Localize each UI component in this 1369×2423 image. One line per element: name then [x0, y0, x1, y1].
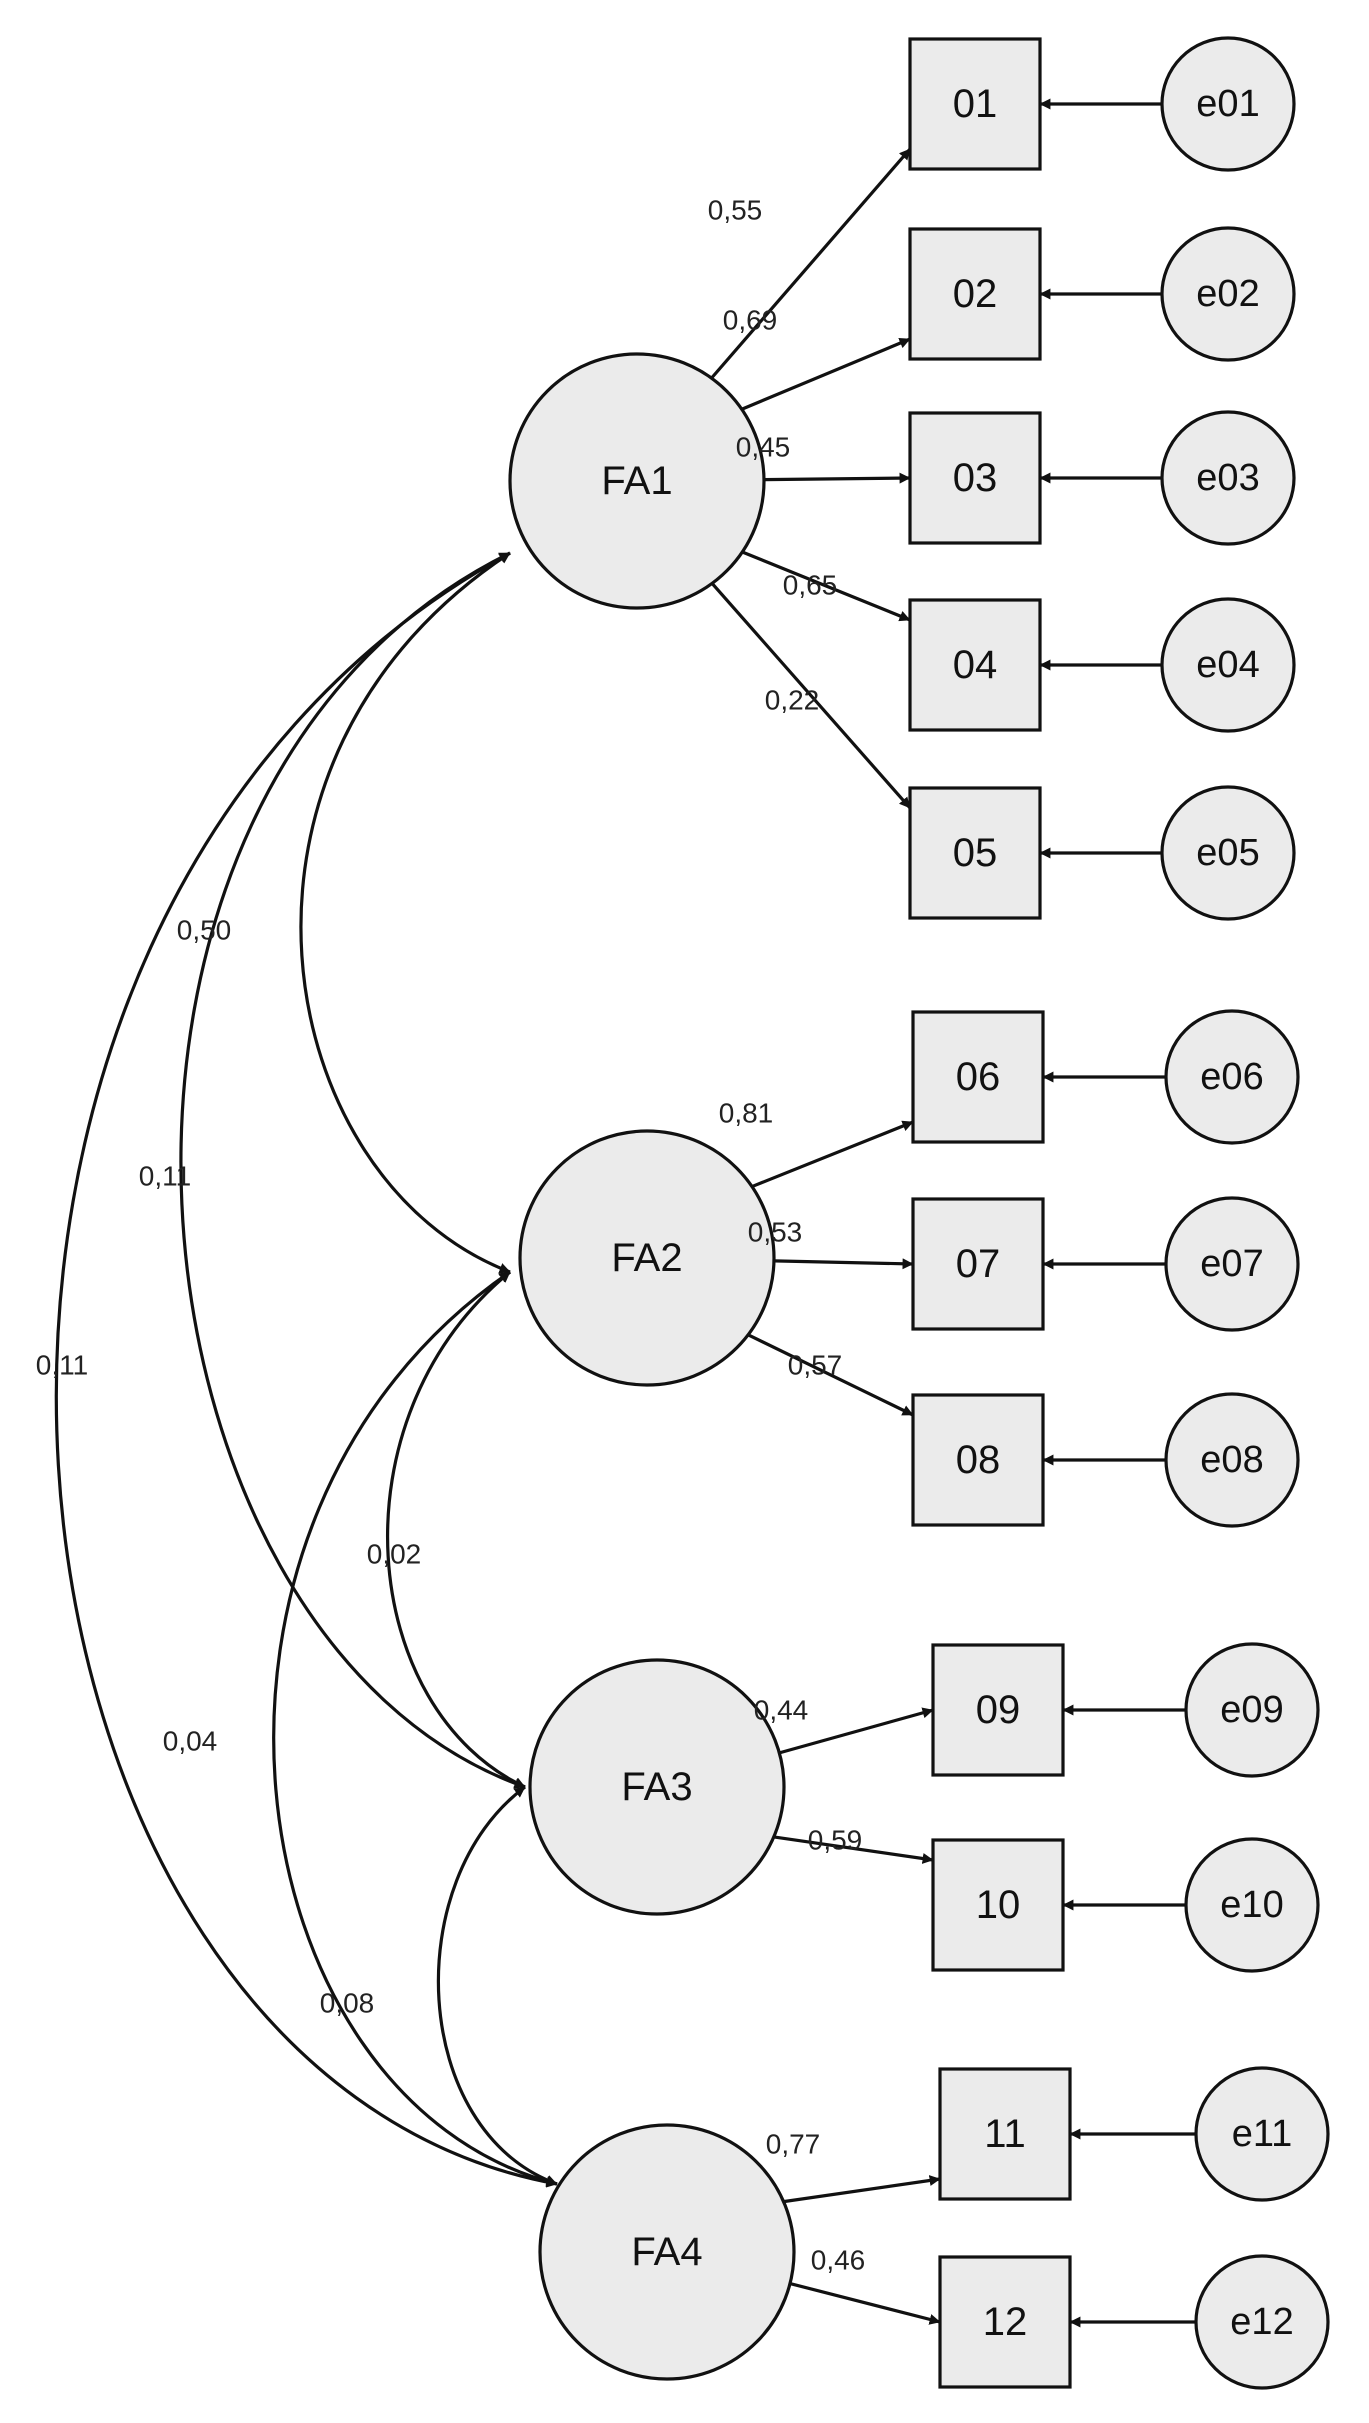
loading-value: 0,45	[736, 432, 791, 463]
item-label: 02	[953, 272, 998, 316]
coefficient-labels: 0,55 0,69 0,45 0,65 0,22 0,81 0,53 0,57 0,44 0,59…	[36, 195, 865, 2276]
error-label: e05	[1196, 832, 1259, 874]
loading-value: 0,22	[765, 685, 820, 716]
loading-value: 0,69	[723, 305, 778, 336]
item-box-05	[908, 786, 1042, 920]
error-label: e09	[1220, 1689, 1283, 1731]
error-circle-e11	[1194, 2066, 1330, 2202]
loading-path-10	[773, 1835, 934, 1864]
item-label: 11	[984, 2112, 1026, 2156]
error-label: e11	[1232, 2113, 1293, 2155]
loading-value: 0,53	[748, 1217, 803, 1248]
item-box-04	[908, 598, 1042, 732]
error-label: e04	[1196, 644, 1259, 686]
error-circle-e09	[1184, 1642, 1320, 1778]
error-circle-e05	[1160, 785, 1296, 921]
loading-value: 0,46	[811, 2245, 866, 2276]
factor-circle-fa1	[508, 352, 766, 610]
item-box-12	[938, 2255, 1072, 2389]
error-label: e06	[1200, 1056, 1263, 1098]
correlation-value: 0,08	[320, 1988, 375, 2019]
item-box-11	[938, 2067, 1072, 2201]
loading-path-11	[783, 2175, 941, 2204]
nodes: 01 e01 02 e02 03 e03 04 e04 05 e05 06 e06 07 e07 08 e08…	[508, 36, 1330, 2390]
loading-value: 0,55	[708, 195, 763, 226]
loading-path-05	[710, 582, 912, 810]
loading-path-08	[747, 1333, 914, 1417]
error-label: e07	[1200, 1243, 1263, 1285]
correlation-arcs	[54, 551, 558, 2188]
loading-value: 0,59	[808, 1825, 863, 1856]
loading-paths	[710, 98, 1196, 2328]
loading-value: 0,44	[754, 1695, 809, 1726]
loading-path-06	[751, 1120, 914, 1189]
loading-path-01	[710, 147, 912, 380]
loading-path-09	[778, 1707, 934, 1755]
error-label: e02	[1196, 273, 1259, 315]
correlation-arc-fa3-fa4	[436, 1785, 558, 2186]
item-label: 09	[976, 1688, 1021, 1732]
factor-label: FA2	[611, 1236, 682, 1280]
error-circle-e02	[1160, 226, 1296, 362]
item-label: 06	[956, 1055, 1001, 1099]
factor-label: FA4	[631, 2230, 702, 2274]
factor-label: FA1	[601, 459, 672, 503]
item-box-06	[911, 1010, 1045, 1144]
error-label: e12	[1230, 2301, 1293, 2343]
correlation-value: 0,02	[367, 1539, 422, 1570]
error-label: e01	[1196, 83, 1259, 125]
item-label: 10	[976, 1883, 1021, 1927]
loading-value: 0,81	[719, 1098, 774, 1129]
error-circle-e08	[1164, 1392, 1300, 1528]
factor-label: FA3	[621, 1765, 692, 1809]
error-circle-e06	[1164, 1009, 1300, 1145]
factor-circle-fa4	[538, 2123, 796, 2381]
error-circle-e10	[1184, 1837, 1320, 1973]
loading-path-04	[741, 550, 911, 622]
error-label: e03	[1196, 457, 1259, 499]
correlation-value: 0,04	[163, 1726, 218, 1757]
item-label: 08	[956, 1438, 1001, 1482]
loading-path-03	[763, 472, 911, 484]
item-label: 01	[953, 82, 998, 126]
item-box-08	[911, 1393, 1045, 1527]
factor-circle-fa2	[518, 1129, 776, 1387]
item-box-07	[911, 1197, 1045, 1331]
correlation-arc-fa1-fa4	[54, 551, 558, 2188]
item-label: 07	[956, 1242, 1001, 1286]
correlation-value: 0,11	[36, 1350, 88, 1381]
item-label: 03	[953, 456, 998, 500]
loading-path-02	[741, 337, 911, 411]
error-circle-e04	[1160, 597, 1296, 733]
correlation-arc-fa1-fa3	[179, 551, 526, 1789]
item-label: 12	[983, 2300, 1028, 2344]
correlation-arc-fa2-fa3	[386, 1270, 526, 1789]
correlation-value: 0,11	[139, 1161, 191, 1192]
error-circle-e03	[1160, 410, 1296, 546]
loading-path-12	[789, 2281, 941, 2325]
loading-path-07	[773, 1258, 914, 1270]
factor-circle-fa3	[528, 1658, 786, 1916]
item-box-01	[908, 37, 1042, 171]
correlation-arc-fa2-fa4	[272, 1270, 558, 2187]
error-circle-e12	[1194, 2254, 1330, 2390]
item-label: 04	[953, 643, 998, 687]
item-box-09	[931, 1643, 1065, 1777]
item-label: 05	[953, 831, 998, 875]
item-box-10	[931, 1838, 1065, 1972]
loading-value: 0,77	[766, 2129, 821, 2160]
error-label: e08	[1200, 1439, 1263, 1481]
error-circle-e07	[1164, 1196, 1300, 1332]
item-box-02	[908, 227, 1042, 361]
correlation-value: 0,50	[177, 915, 232, 946]
error-label: e10	[1220, 1884, 1283, 1926]
loading-value: 0,57	[788, 1350, 843, 1381]
correlation-arc-fa1-fa2	[299, 551, 511, 1274]
item-box-03	[908, 411, 1042, 545]
loading-value: 0,65	[783, 570, 838, 601]
error-circle-e01	[1160, 36, 1296, 172]
